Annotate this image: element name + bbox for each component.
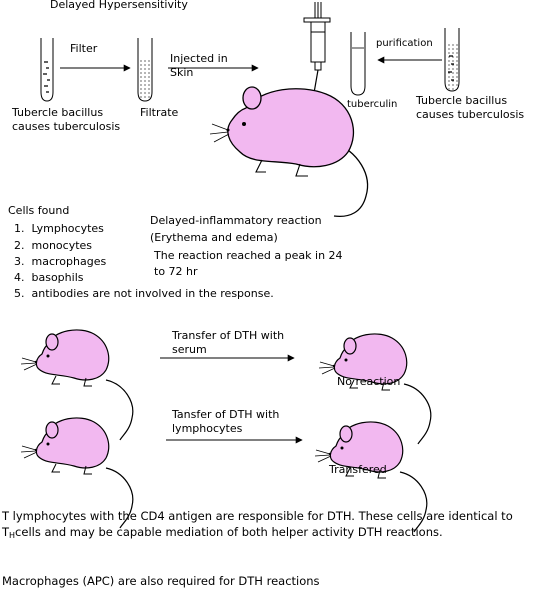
cell-item: 1. Lymphocytes xyxy=(14,222,104,235)
reaction-subheading: (Erythema and edema) xyxy=(150,231,278,244)
source-right-label: Tubercle bacillus causes tuberculosis xyxy=(416,94,525,121)
transfer-serum-result: No reaction xyxy=(337,375,401,388)
cell-item: 3. macrophages xyxy=(14,255,107,268)
tube-bacillus-right xyxy=(444,28,460,92)
reaction-heading: Delayed-inflammatory reaction xyxy=(150,214,322,227)
transfer-serum-label: Transfer of DTH with serum xyxy=(172,329,285,356)
transfer-lymphocyte-label: Tansfer of DTH with lymphocytes xyxy=(172,408,280,435)
cell-item: 2. monocytes xyxy=(14,239,93,252)
source-left-label: Tubercle bacillus causes tuberculosis xyxy=(12,106,121,133)
cell-item: 4. basophils xyxy=(14,271,84,284)
filter-label: Filter xyxy=(70,42,98,55)
tube-bacillus-left xyxy=(40,38,54,102)
transfer-lymphocyte-result: Transfered xyxy=(329,463,387,476)
cd4-paragraph: T lymphocytes with the CD4 antigen are r… xyxy=(2,509,513,540)
reaction-peak: The reaction reached a peak in 24 to 72 … xyxy=(154,249,343,278)
macrophage-note: Macrophages (APC) are also required for … xyxy=(2,574,320,588)
tube-filtrate xyxy=(137,38,153,102)
cells-heading: Cells found xyxy=(8,204,70,217)
diagram-title: Delayed Hypersensitivity xyxy=(50,0,188,11)
tuberculin-label: tuberculin xyxy=(347,99,398,110)
purification-label: purification xyxy=(376,38,433,49)
tube-tuberculin xyxy=(350,32,366,96)
injected-label: Injected in Skin xyxy=(170,52,228,79)
cell-item: 5. antibodies are not involved in the re… xyxy=(14,287,274,300)
rat-injected xyxy=(209,86,368,218)
filtrate-label: Filtrate xyxy=(140,106,179,119)
